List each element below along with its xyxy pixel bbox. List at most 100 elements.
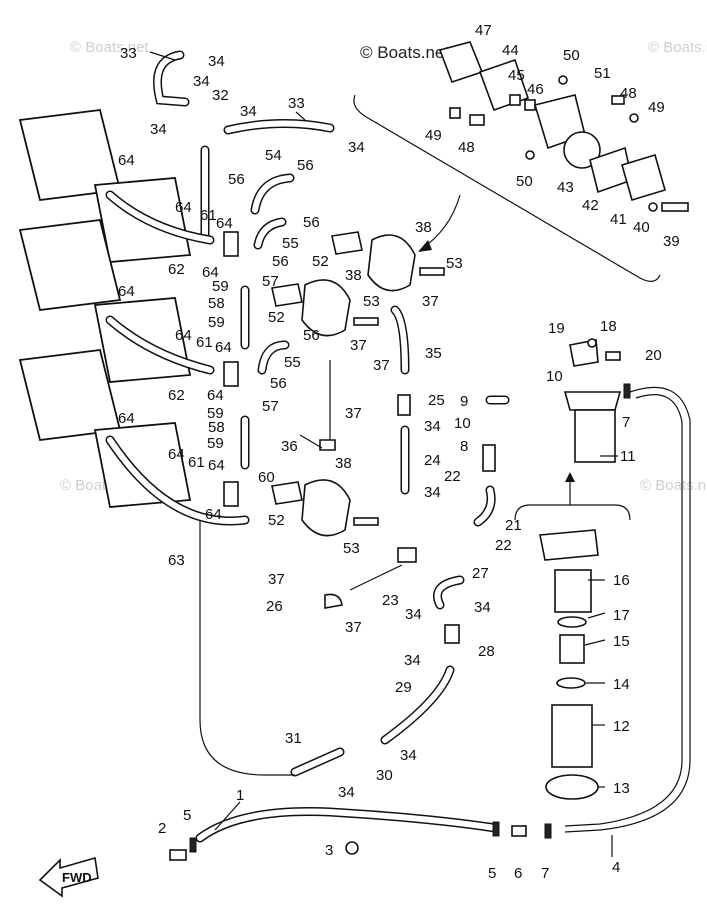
part-label: 64 <box>168 446 185 463</box>
part-label: 38 <box>345 267 362 284</box>
part-label: 64 <box>216 215 233 232</box>
bolt-53b <box>353 317 379 326</box>
part-label: 17 <box>613 607 630 624</box>
leader-lines <box>149 51 618 857</box>
part-label: 52 <box>268 309 285 326</box>
fwd-arrow: FWD <box>38 856 99 898</box>
check-valve-46 <box>524 99 536 111</box>
part-label: 64 <box>215 339 232 356</box>
part-label: 4 <box>612 859 620 876</box>
part-label: 48 <box>458 139 475 156</box>
gasket-52a <box>331 231 363 255</box>
fitting-28 <box>444 624 460 644</box>
part-label: 19 <box>548 320 565 337</box>
part-label: 1 <box>236 787 244 804</box>
part-label: 64 <box>175 199 192 216</box>
part-label: 25 <box>428 392 445 409</box>
fwd-arrow-shape <box>38 856 99 898</box>
part-label: 56 <box>303 214 320 231</box>
fuel-pump-middle <box>301 279 351 337</box>
clip-5a <box>189 837 197 853</box>
part-label: 22 <box>444 468 461 485</box>
part-label: 61 <box>188 454 205 471</box>
part-label: 64 <box>118 410 135 427</box>
part-label: 24 <box>424 452 441 469</box>
part-label: 50 <box>516 173 533 190</box>
part-label: 59 <box>207 435 224 452</box>
part-label: 41 <box>610 211 627 228</box>
part-label: 7 <box>622 414 630 431</box>
part-label: 36 <box>281 438 298 455</box>
screw-50b <box>525 150 535 160</box>
part-label: 32 <box>212 87 229 104</box>
part-label: 56 <box>270 375 287 392</box>
clip-7b <box>623 383 631 399</box>
part-label: 34 <box>424 484 441 501</box>
part-label: 61 <box>200 207 217 224</box>
part-label: 7 <box>541 865 549 882</box>
carburetor-bottom <box>18 349 122 441</box>
part-label: 16 <box>613 572 630 589</box>
elbow-36 <box>319 439 336 451</box>
part-label: 10 <box>546 368 563 385</box>
part-label: 37 <box>345 619 362 636</box>
part-label: 34 <box>348 139 365 156</box>
fuel-filter-assembly <box>514 338 631 800</box>
part-label: 49 <box>648 99 665 116</box>
t-joint-60 <box>223 481 239 507</box>
clip-7a <box>544 823 552 839</box>
filter-8 <box>482 444 496 472</box>
ring-nut-13 <box>545 774 599 800</box>
part-label: 46 <box>527 81 544 98</box>
filter-head-exploded <box>539 529 599 561</box>
part-label: 39 <box>663 233 680 250</box>
part-label: 44 <box>502 42 519 59</box>
part-label: 23 <box>382 592 399 609</box>
fuel-pump-upper <box>367 234 416 292</box>
part-label: 31 <box>285 730 302 747</box>
part-label: 5 <box>183 807 191 824</box>
part-label: 52 <box>312 253 329 270</box>
bolt-18 <box>587 338 597 348</box>
part-label: 56 <box>303 327 320 344</box>
part-label: 48 <box>620 85 637 102</box>
carburetor-bottom-body <box>93 422 192 508</box>
part-label: 58 <box>208 419 225 436</box>
assembly-arrow <box>565 472 575 482</box>
part-label: 29 <box>395 679 412 696</box>
part-label: 59 <box>212 278 229 295</box>
part-label: 2 <box>158 820 166 837</box>
part-label: 57 <box>262 273 279 290</box>
part-label: 34 <box>208 53 225 70</box>
group-bracket-line <box>353 94 661 282</box>
gasket-52c <box>271 481 303 505</box>
part-label: 9 <box>460 393 468 410</box>
part-label: 64 <box>118 283 135 300</box>
part-label: 6 <box>514 865 522 882</box>
part-label: 21 <box>505 517 522 534</box>
part-label: 64 <box>118 152 135 169</box>
fitting-48b <box>469 114 485 126</box>
part-label: 42 <box>582 197 599 214</box>
o-ring-17 <box>557 616 587 628</box>
part-label: 49 <box>425 127 442 144</box>
part-label: 40 <box>633 219 650 236</box>
joint-6 <box>511 825 527 837</box>
part-label: 27 <box>472 565 489 582</box>
t-joint-57b <box>223 361 239 387</box>
part-label: 52 <box>268 512 285 529</box>
element-16 <box>554 569 592 613</box>
bolt-53c <box>353 517 379 526</box>
watermark-faint-mid-right: © Boats.net <box>640 477 707 494</box>
part-label: 20 <box>645 347 662 364</box>
part-label: 51 <box>594 65 611 82</box>
part-label: 35 <box>425 345 442 362</box>
part-label: 56 <box>297 157 314 174</box>
fuel-pump-lower <box>301 479 351 537</box>
bolt-20 <box>605 351 621 361</box>
part-label: 3 <box>325 842 333 859</box>
fuel-return-line <box>199 520 295 776</box>
screw-49a <box>629 113 639 123</box>
part-label: 22 <box>495 537 512 554</box>
